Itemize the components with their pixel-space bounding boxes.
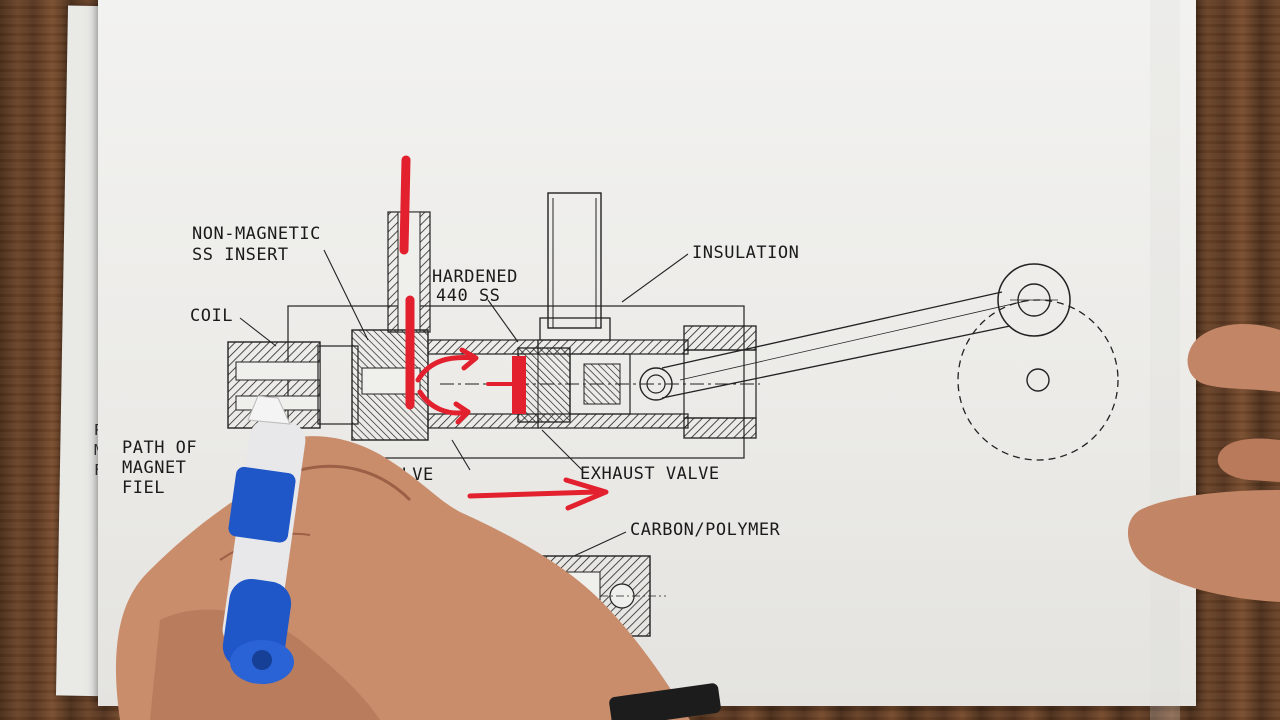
label-exhaust-valve: EXHAUST VALVE [580, 464, 720, 484]
red-marker-annotations [399, 155, 609, 511]
hand-icon [115, 436, 721, 720]
path-line1: PATH OF [122, 438, 198, 458]
label-carbon-polymer: CARBON/POLYMER [630, 520, 781, 540]
leader-lines [239, 249, 689, 557]
hardened-line1: HARDENED [432, 267, 518, 287]
non-magnetic-line2: SS INSERT [192, 245, 289, 265]
label-coil: COIL [190, 306, 233, 326]
flywheel [957, 263, 1119, 461]
connecting-rods [661, 291, 1031, 399]
marker-pen-icon [222, 395, 306, 684]
right-hand-icon [1127, 324, 1280, 602]
exhaust-stack [539, 192, 611, 341]
path-line3: FIEL [122, 478, 165, 498]
label-insulation: INSULATION [692, 243, 800, 263]
path-line2: MAGNET [122, 458, 187, 478]
label-non-magnetic-insert: NON-MAGNETIC SS INSERT [192, 224, 321, 266]
plastic-sleeve-edge [1150, 0, 1180, 720]
hardened-line2: 440 SS [436, 286, 501, 306]
label-path-of-magnetic-field: PATH OF MAGNET FIEL [122, 438, 197, 498]
non-magnetic-line1: NON-MAGNETIC [192, 224, 321, 244]
label-hardened-ss: HARDENED 440 SS [432, 268, 518, 306]
